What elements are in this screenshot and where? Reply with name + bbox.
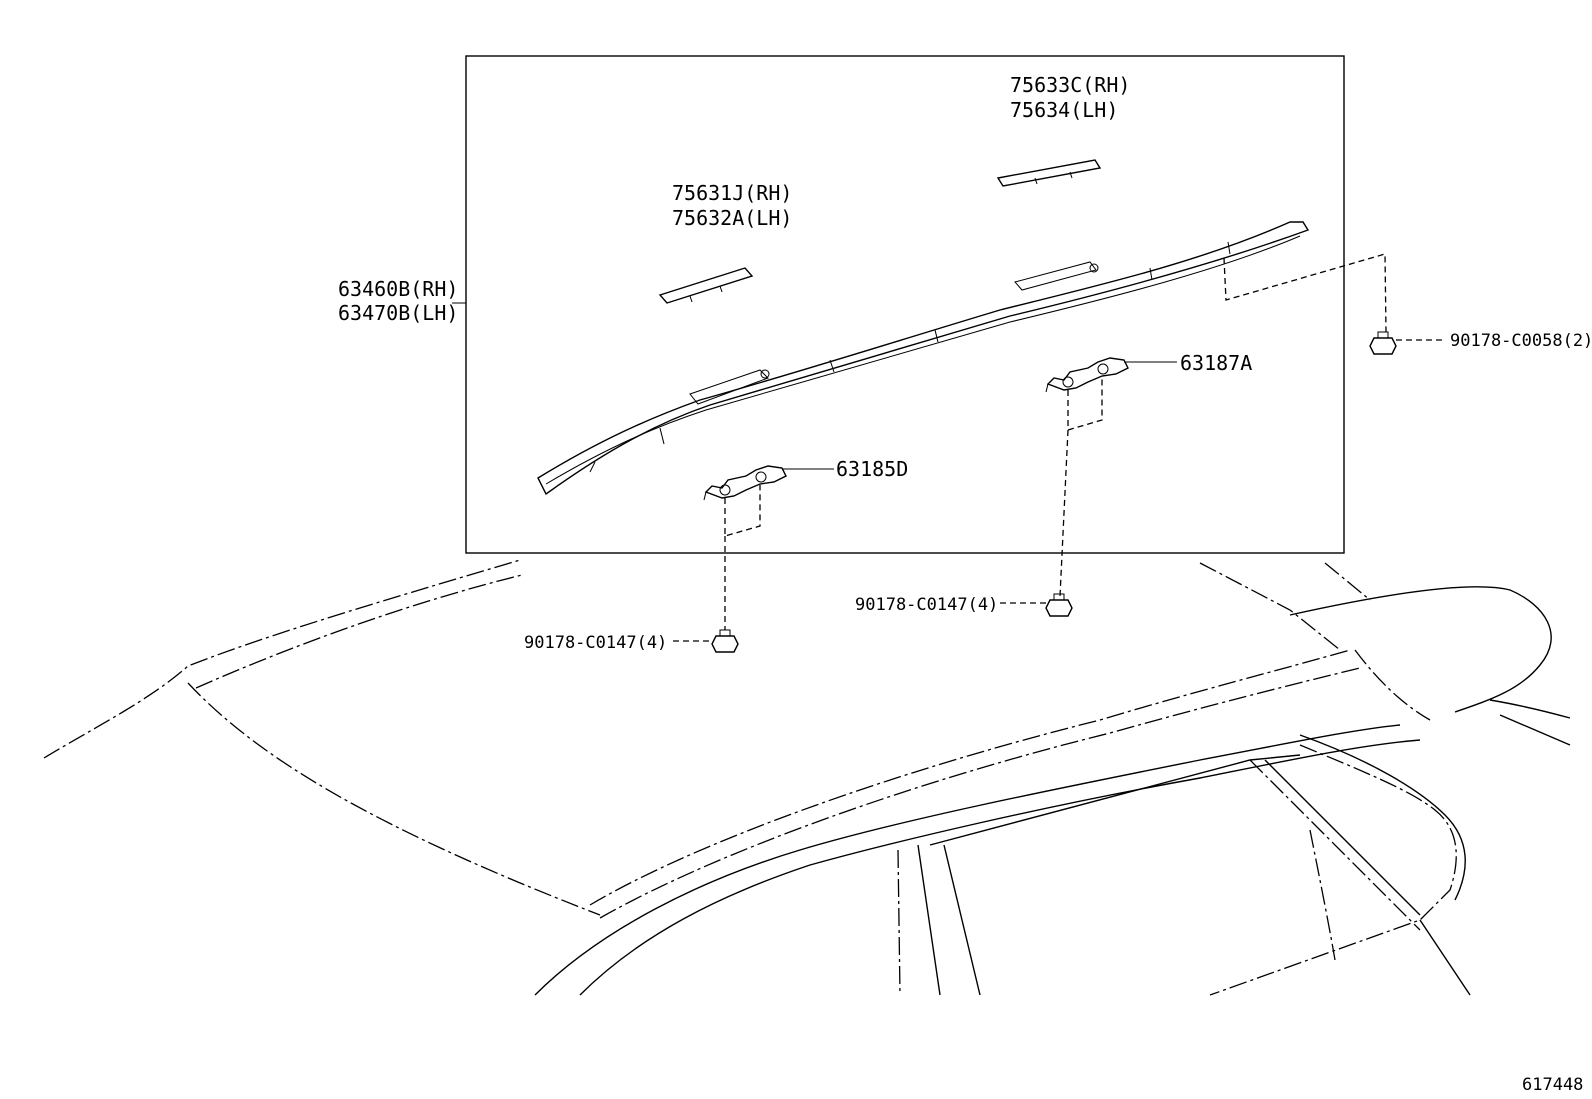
rear-cover-rh-label: 75633C(RH): [1010, 73, 1130, 97]
front-cover-part: [658, 267, 754, 304]
front-cover-rh-label: 75631J(RH): [672, 181, 792, 205]
end-nut-part: [1369, 331, 1397, 355]
rear-bracket-label: 63187A: [1180, 351, 1252, 375]
front-bracket-label: 63185D: [836, 457, 908, 481]
rear-cover-part: [996, 159, 1102, 187]
front-nut-label: 90178-C0147(4): [524, 633, 667, 653]
roof-rack-rh-label: 63460B(RH): [338, 277, 458, 301]
rear-bracket-part: [1045, 357, 1177, 597]
front-cover-lh-label: 75632A(LH): [672, 206, 792, 230]
end-nut-label: 90178-C0058(2): [1450, 331, 1592, 351]
rear-nut-part: [1045, 593, 1073, 617]
rear-nut-label: 90178-C0147(4): [855, 595, 998, 615]
vehicle-roof-outline: [43, 559, 1571, 996]
front-nut-part: [711, 629, 739, 653]
rear-cover-lh-label: 75634(LH): [1010, 98, 1118, 122]
front-bracket-part: [703, 465, 834, 630]
figure-number: 617448: [1522, 1075, 1583, 1095]
roof-rack-rail: [537, 221, 1310, 496]
exploded-view-frame: [465, 55, 1345, 554]
roof-rack-lh-label: 63470B(LH): [338, 301, 458, 325]
